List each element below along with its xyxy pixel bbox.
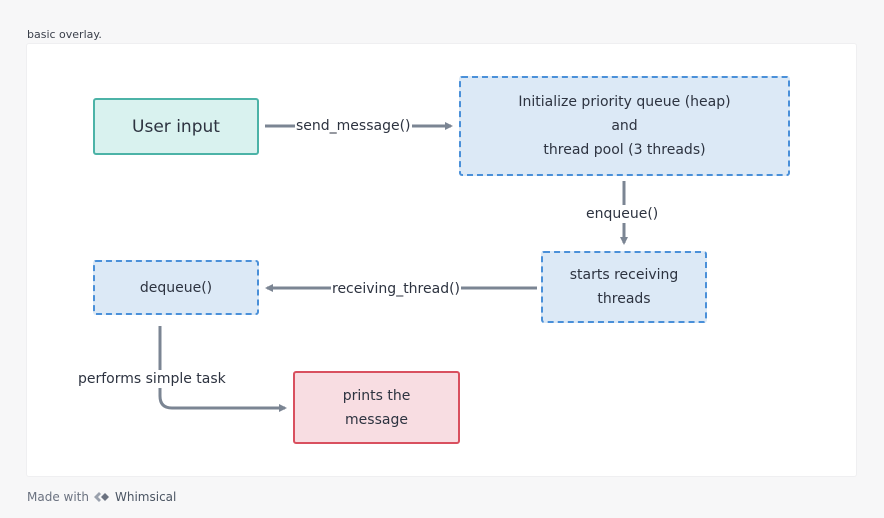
- diagram-canvas: User input Initialize priority queue (he…: [27, 44, 856, 476]
- node-init-queue-label: Initialize priority queue (heap) and thr…: [518, 94, 731, 158]
- node-dequeue[interactable]: dequeue(): [93, 260, 259, 315]
- made-with-text: Made with: [27, 490, 89, 504]
- node-prints-message[interactable]: prints the message: [293, 371, 460, 444]
- node-prints-message-label: prints the message: [342, 387, 411, 428]
- node-user-input[interactable]: User input: [93, 98, 259, 155]
- edge-label-performs-task: performs simple task: [77, 370, 227, 388]
- made-with-footer[interactable]: Made with Whimsical: [27, 490, 176, 504]
- edge-label-send-message: send_message(): [295, 117, 412, 135]
- node-dequeue-label: dequeue(): [139, 279, 213, 296]
- edge-label-receiving-thread: receiving_thread(): [331, 280, 462, 298]
- node-starts-receiving-label: starts receiving threads: [569, 267, 679, 307]
- node-starts-receiving[interactable]: starts receiving threads: [541, 251, 707, 323]
- page-title: basic overlay.: [27, 28, 102, 41]
- edge-label-enqueue: enqueue(): [585, 205, 660, 223]
- whimsical-logo-icon: [93, 491, 111, 503]
- node-init-queue[interactable]: Initialize priority queue (heap) and thr…: [459, 76, 790, 176]
- edge-performs-task[interactable]: [158, 326, 287, 412]
- node-user-input-label: User input: [132, 116, 220, 137]
- whimsical-brand: Whimsical: [114, 490, 177, 504]
